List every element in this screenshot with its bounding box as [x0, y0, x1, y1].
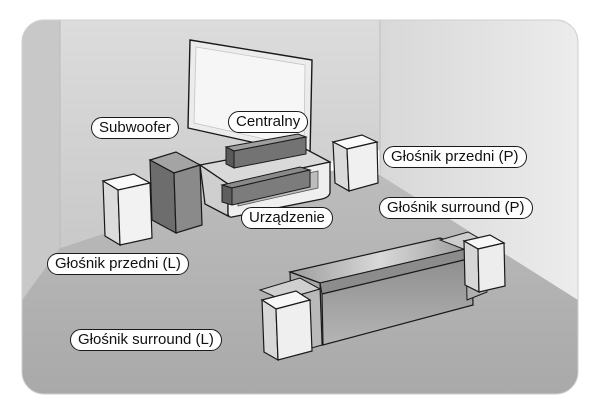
surround-left-speaker: [260, 290, 313, 362]
room-frame: [21, 19, 579, 395]
surround-right-speaker: [462, 234, 506, 293]
label-surround-right: Głośnik surround (P): [379, 197, 533, 219]
left-wall: [22, 20, 60, 300]
av-receiver: [220, 166, 312, 206]
subwoofer-speaker: [148, 151, 203, 235]
label-surround-left: Głośnik surround (L): [70, 329, 222, 351]
label-front-left: Głośnik przedni (L): [47, 253, 189, 275]
label-front-right: Głośnik przedni (P): [383, 146, 527, 168]
front-left-speaker: [101, 173, 153, 247]
label-center: Centralny: [228, 111, 309, 133]
label-subwoofer: Subwoofer: [91, 117, 179, 139]
center-speaker: [224, 133, 308, 169]
label-device: Urządzenie: [241, 207, 333, 229]
front-right-speaker: [331, 134, 379, 193]
